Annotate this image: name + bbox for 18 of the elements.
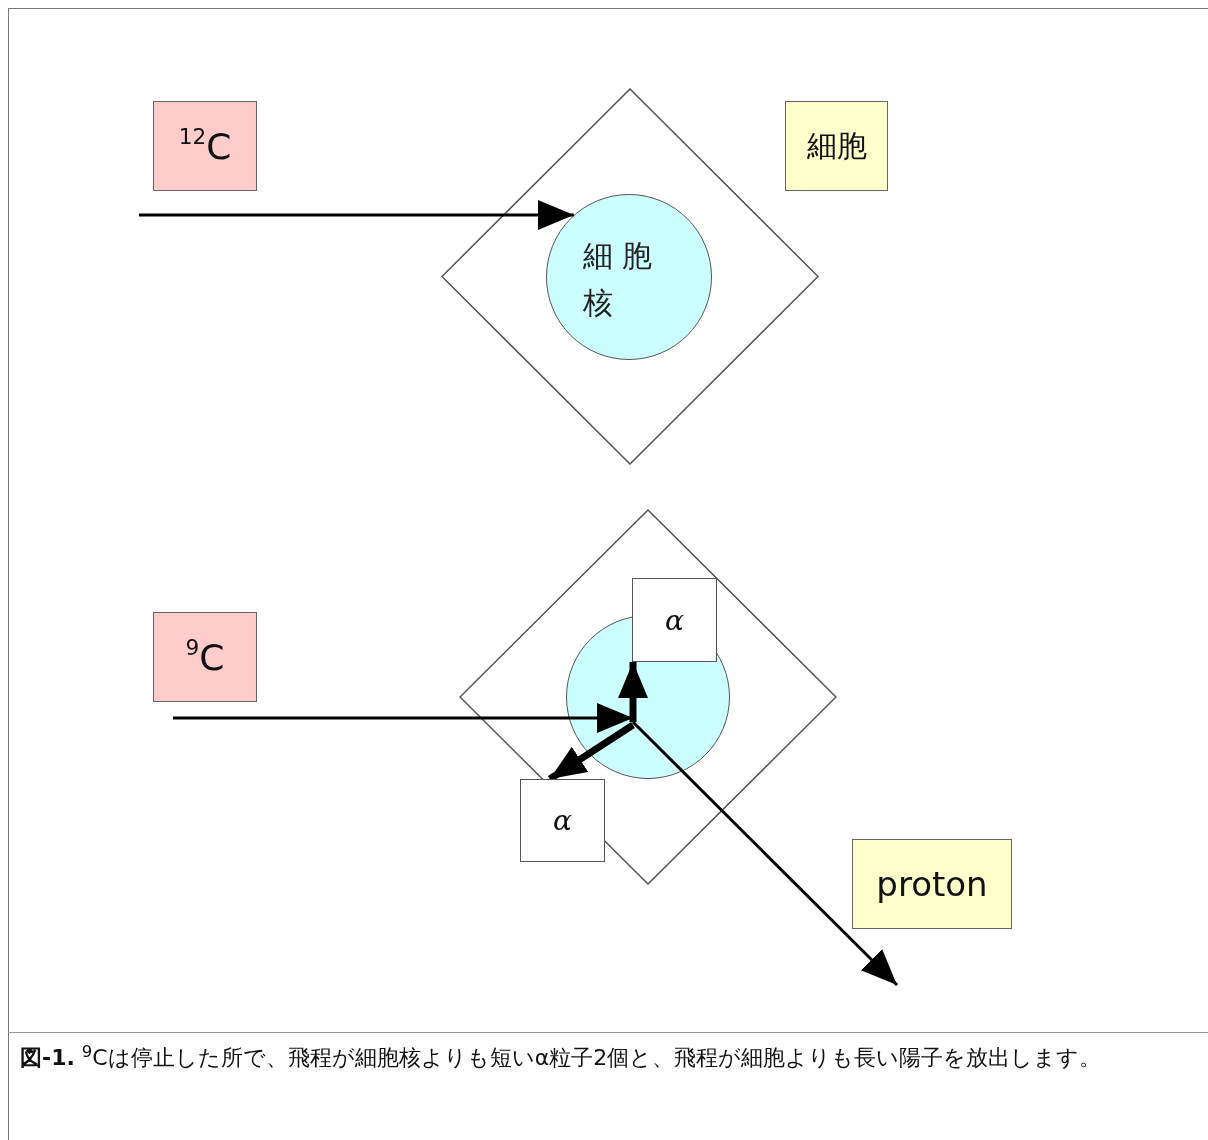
box-label: proton <box>876 864 988 904</box>
box-label: α <box>665 603 684 637</box>
arrow <box>173 703 633 733</box>
nucleus-label: 細胞核 <box>583 237 661 322</box>
arrow <box>618 662 648 722</box>
arrow <box>547 722 635 782</box>
label-box <box>153 612 257 702</box>
arrow <box>139 200 574 230</box>
box-label: α <box>553 804 572 837</box>
box-label: $^{12}$C <box>178 125 232 167</box>
box-label: $^{9}$C <box>185 636 225 678</box>
label-box <box>852 839 1012 929</box>
box-label: 細胞 <box>806 126 867 165</box>
label-box <box>520 779 605 862</box>
label-box <box>153 101 257 191</box>
caption: 図-1. $^{9}$Cは停止した所で、飛程が細胞核よりも短いα粒子2個と、飛程が細胞よりも長い陽子を放出します。 <box>20 1040 1103 1072</box>
label-box <box>785 101 888 191</box>
label-box <box>632 578 717 662</box>
